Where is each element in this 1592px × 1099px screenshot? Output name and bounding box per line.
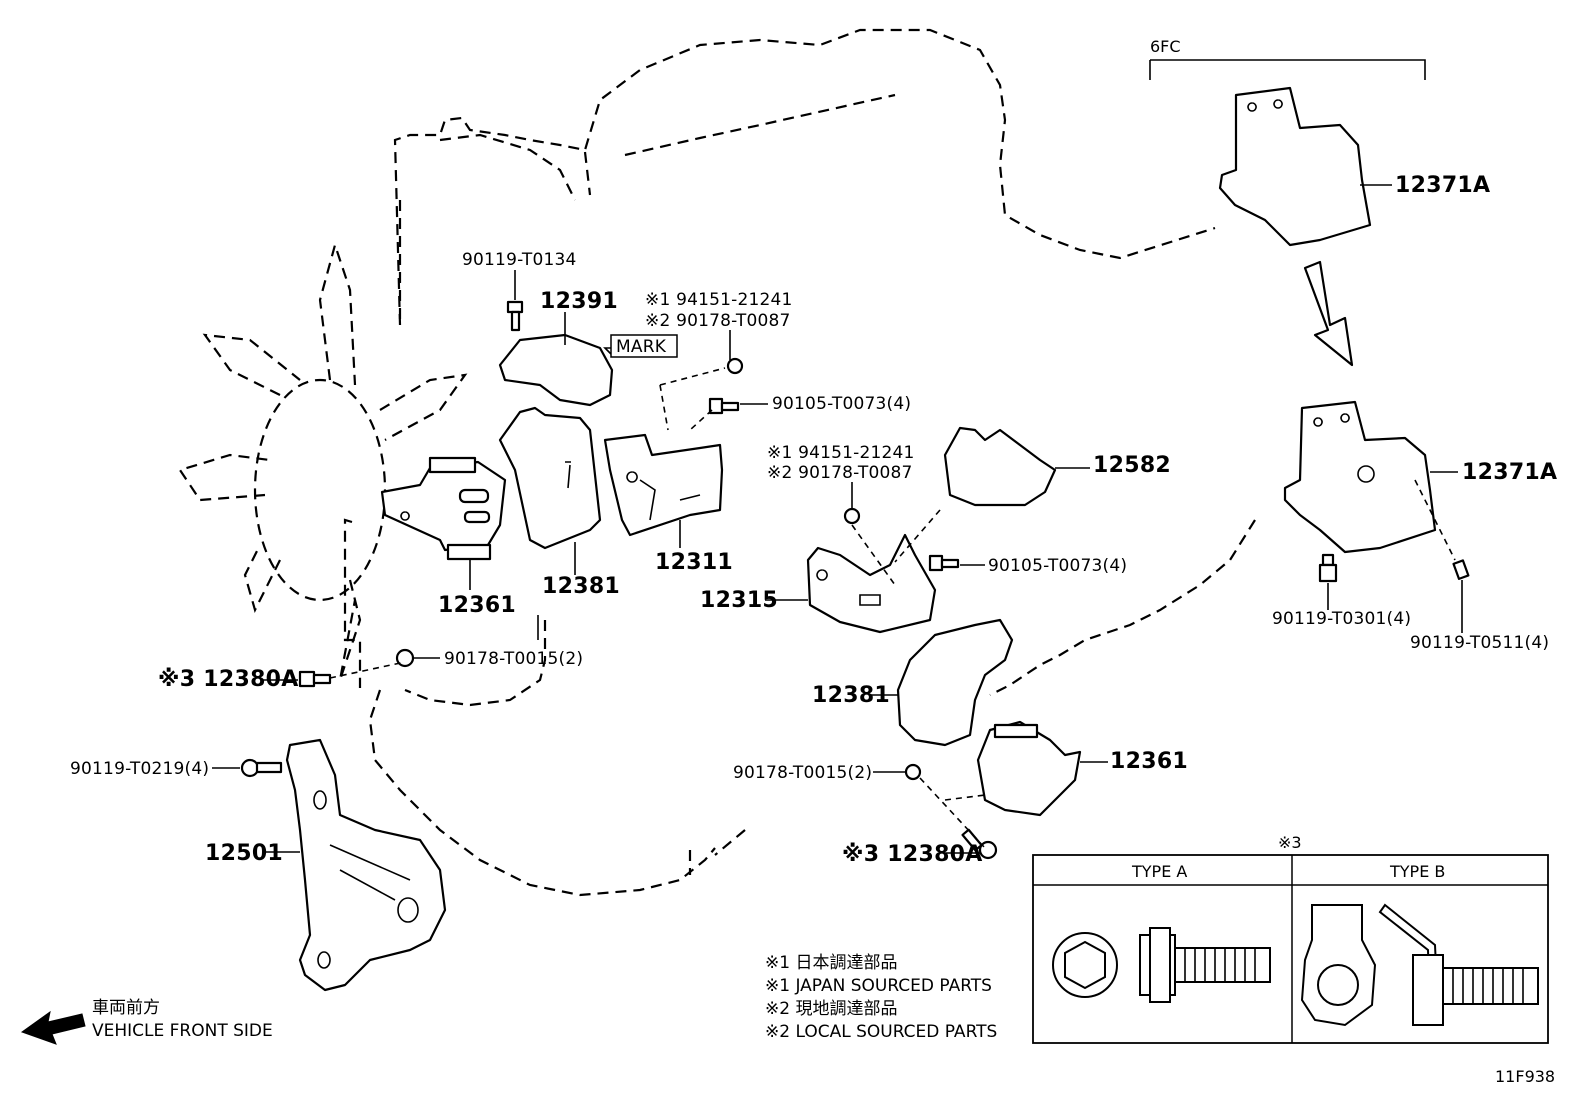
- label-6fc: 6FC: [1150, 37, 1181, 56]
- type-box: ※3 TYPE A TYPE B: [1032, 833, 1549, 1044]
- part-12381-left[interactable]: [498, 406, 602, 550]
- callout-12371A-bottom: 12371A: [1462, 460, 1557, 485]
- part-12501[interactable]: [285, 738, 447, 992]
- callout-90119-T0219: 90119-T0219(4): [70, 759, 209, 779]
- callout-12381-right: 12381: [812, 683, 890, 708]
- callout-12315: 12315: [700, 588, 778, 613]
- part-12371A-top[interactable]: [1218, 86, 1372, 247]
- bolt-90119-T0301[interactable]: [1318, 553, 1338, 583]
- callout-94151-mid: ※1 94151-21241: [767, 443, 915, 463]
- part-12582[interactable]: [943, 426, 1057, 507]
- bolt-90105-mid[interactable]: [928, 554, 960, 572]
- callout-90178-T0015-right: 90178-T0015(2): [733, 763, 872, 783]
- bolt-12380A-left[interactable]: [298, 670, 332, 688]
- nut-94151-top[interactable]: [726, 357, 744, 375]
- type-a-bolt-icon: [1052, 927, 1271, 1003]
- legend-n2-jp: ※2 現地調達部品: [765, 999, 897, 1019]
- callout-94151-top: ※1 94151-21241: [645, 290, 793, 310]
- part-12311[interactable]: [603, 433, 724, 537]
- callout-90119-T0134: 90119-T0134: [462, 250, 577, 270]
- callout-12582: 12582: [1093, 453, 1171, 478]
- type-b-label: TYPE B: [1389, 862, 1445, 881]
- diagram-id: 11F938: [1495, 1067, 1555, 1086]
- mark-tag-box: [610, 334, 678, 358]
- bolt-90119-T0219[interactable]: [240, 758, 283, 778]
- bolt-90105-top[interactable]: [708, 397, 740, 415]
- legend-n2-en: ※2 LOCAL SOURCED PARTS: [765, 1022, 997, 1042]
- callout-12371A-top: 12371A: [1395, 173, 1490, 198]
- front-label-jp: 車両前方: [92, 998, 160, 1018]
- fan-outline: [178, 241, 468, 688]
- callout-90119-T0301: 90119-T0301(4): [1272, 609, 1411, 629]
- part-12361-left[interactable]: [380, 456, 507, 561]
- callout-12361-left: 12361: [438, 593, 516, 618]
- callout-90105-mid: 90105-T0073(4): [988, 556, 1127, 576]
- bolt-90119-T0134[interactable]: [506, 300, 524, 332]
- callout-90178-T0087-mid: ※2 90178-T0087: [767, 463, 913, 483]
- part-12315[interactable]: [806, 533, 937, 634]
- callout-12391: 12391: [540, 289, 618, 314]
- callout-90119-T0511: 90119-T0511(4): [1410, 633, 1549, 653]
- part-12371A-bottom[interactable]: [1283, 400, 1437, 554]
- leader-lines: [212, 59, 1463, 854]
- part-12381-right[interactable]: [896, 618, 1014, 747]
- front-label-en: VEHICLE FRONT SIDE: [92, 1021, 273, 1041]
- nut-94151-mid[interactable]: [843, 507, 861, 525]
- callout-12381-left: 12381: [542, 574, 620, 599]
- part-12361-right[interactable]: [976, 720, 1082, 817]
- legend-notes: ※1 日本調達部品 ※1 JAPAN SOURCED PARTS ※2 現地調達…: [765, 953, 997, 1042]
- callout-12380A-right: ※3 12380A: [842, 842, 983, 867]
- label-mark: MARK: [616, 337, 667, 357]
- type-b-bolt-icon: [1300, 903, 1539, 1027]
- front-direction: 車両前方 VEHICLE FRONT SIDE: [20, 998, 273, 1045]
- callout-12380A-left: ※3 12380A: [158, 667, 299, 692]
- type-box-header: ※3: [1278, 833, 1302, 852]
- engine-outline: [368, 28, 1256, 897]
- type-a-label: TYPE A: [1131, 862, 1187, 881]
- legend-n1-jp: ※1 日本調達部品: [765, 953, 897, 973]
- front-arrow-icon: [20, 1010, 86, 1045]
- callout-12311: 12311: [655, 550, 733, 575]
- callout-90105-top: 90105-T0073(4): [772, 394, 911, 414]
- nut-90178-T0015-right[interactable]: [904, 763, 922, 781]
- callout-12361-right: 12361: [1110, 749, 1188, 774]
- callout-90178-T0015-left: 90178-T0015(2): [444, 649, 583, 669]
- bolt-90119-T0511[interactable]: [1452, 559, 1470, 580]
- callout-90178-T0087-top: ※2 90178-T0087: [645, 311, 791, 331]
- legend-n1-en: ※1 JAPAN SOURCED PARTS: [765, 976, 992, 996]
- callout-12501: 12501: [205, 841, 283, 866]
- arrow-down-icon: [1303, 260, 1354, 367]
- part-12391[interactable]: [498, 333, 614, 407]
- callout-labels: 6FC MARK 90119-T0134 12391 ※1 94151-2124…: [70, 37, 1557, 867]
